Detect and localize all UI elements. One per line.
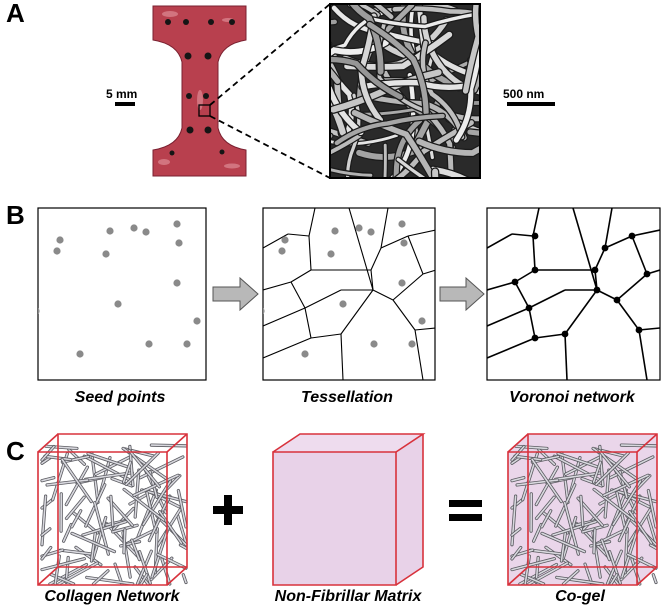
seed-points-box xyxy=(37,207,207,381)
panel-b-letter: B xyxy=(6,200,25,230)
scale-label-left: 5 mm xyxy=(106,87,137,101)
seed-points xyxy=(38,220,201,358)
caption-non-fibrillar-matrix: Non-Fibrillar Matrix xyxy=(275,588,423,605)
panel-c-letter: C xyxy=(6,436,25,466)
equals-operator xyxy=(449,500,482,521)
caption-co-gel: Co-gel xyxy=(555,588,605,605)
scale-bar-right xyxy=(507,102,555,106)
zoom-line-top xyxy=(209,3,331,106)
plus-operator xyxy=(213,495,243,525)
caption-tessellation: Tessellation xyxy=(301,389,393,406)
caption-voronoi-network: Voronoi network xyxy=(509,389,636,406)
caption-seed-points: Seed points xyxy=(75,389,166,406)
zoom-selection-box xyxy=(198,104,211,117)
collagen-network-cube xyxy=(37,433,188,586)
specimen-marker-dots xyxy=(165,19,235,156)
sem-fiber-image xyxy=(330,4,480,178)
tessellation-diagram xyxy=(263,208,435,380)
scale-bar-left xyxy=(115,102,135,106)
scale-label-right: 500 nm xyxy=(503,87,544,101)
panel-a-letter: A xyxy=(6,0,25,28)
dogbone-specimen xyxy=(152,5,247,177)
zoom-line-bottom xyxy=(209,115,331,179)
voronoi-network-diagram xyxy=(487,208,660,380)
caption-collagen-network: Collagen Network xyxy=(44,588,180,605)
arrow-right-1 xyxy=(212,276,259,312)
co-gel-cube xyxy=(507,433,658,586)
non-fibrillar-matrix-cube xyxy=(272,433,426,586)
arrow-right-2 xyxy=(439,276,485,312)
